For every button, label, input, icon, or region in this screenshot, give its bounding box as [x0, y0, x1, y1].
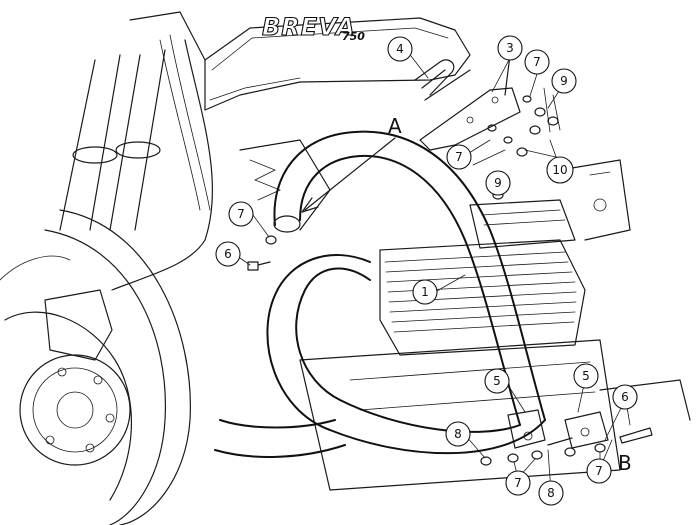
u-bolt	[414, 59, 471, 101]
crash-bar-tube	[214, 130, 609, 458]
brake-line	[111, 39, 214, 291]
brand-model: 750	[342, 30, 365, 43]
callout-1-label: 1	[421, 285, 429, 299]
callout-9-top: 9	[551, 68, 577, 94]
callout-7-top-label: 7	[533, 55, 541, 69]
callout-7-bottom-right-label: 7	[595, 464, 603, 478]
callout-7-mid: 7	[446, 144, 472, 170]
callout-7-top: 7	[524, 49, 550, 75]
fuel-tank-outline	[129, 11, 471, 111]
callout-6-left-label: 6	[224, 247, 232, 261]
callout-8-bottom-label: 8	[547, 486, 555, 500]
engine-block	[239, 139, 691, 491]
callout-8-left: 8	[445, 421, 471, 447]
callout-6-right: 6	[612, 384, 638, 410]
callout-3-label: 3	[506, 41, 514, 55]
callout-4: 4	[387, 36, 413, 62]
callout-7-mid-label: 7	[455, 150, 463, 164]
callout-7-left-label: 7	[237, 207, 245, 221]
lower-hardware	[480, 427, 653, 466]
arrow-a	[301, 137, 396, 213]
callout-7-bottom-right: 7	[586, 458, 612, 484]
left-bolt	[247, 235, 277, 271]
callout-8-bottom: 8	[538, 480, 564, 506]
upper-hardware	[487, 87, 561, 200]
callout-6-right-label: 6	[621, 390, 629, 404]
callout-1: 1	[412, 279, 438, 305]
callout-5-left: 5	[484, 368, 510, 394]
callout-8-left-label: 8	[454, 427, 462, 441]
callout-4-label: 4	[396, 42, 404, 56]
callout-5-right-label: 5	[582, 369, 590, 383]
callout-10: 10	[546, 156, 574, 184]
callout-6-left: 6	[215, 241, 241, 267]
callout-9-top-label: 9	[560, 74, 568, 88]
front-fork	[59, 34, 211, 231]
callout-10-label: 10	[552, 163, 567, 177]
callout-5-right: 5	[573, 363, 599, 389]
callout-9-mid-label: 9	[494, 176, 502, 190]
view-label-b: B	[618, 451, 632, 475]
callout-7-bottom: 7	[505, 470, 531, 496]
callout-7-bottom-label: 7	[514, 476, 522, 490]
callout-7-left: 7	[228, 201, 254, 227]
view-label-a: A	[388, 114, 402, 138]
callout-9-mid: 9	[485, 170, 511, 196]
callout-3: 3	[497, 35, 523, 61]
brand-logo: BREVA	[262, 13, 356, 41]
front-wheel	[0, 209, 191, 525]
callout-5-left-label: 5	[493, 374, 501, 388]
